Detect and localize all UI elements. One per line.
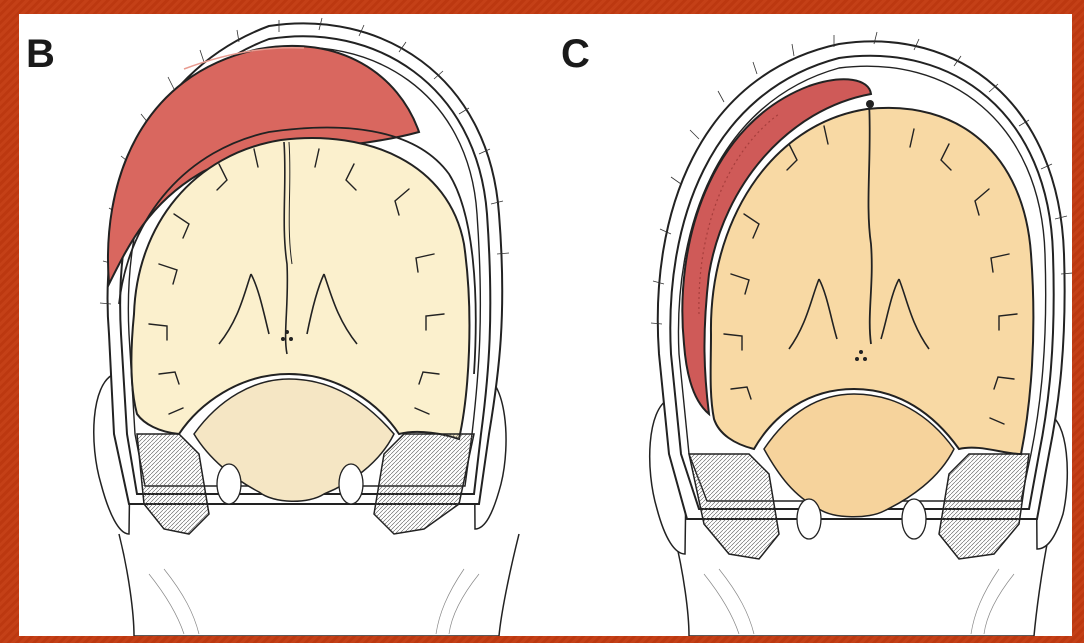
figure-canvas: B C [19,14,1072,636]
temporal-bone-right-b [374,434,474,534]
panel-b-illustration [94,18,519,636]
panel-c-illustration [650,32,1072,636]
head-cross-sections [19,14,1072,636]
